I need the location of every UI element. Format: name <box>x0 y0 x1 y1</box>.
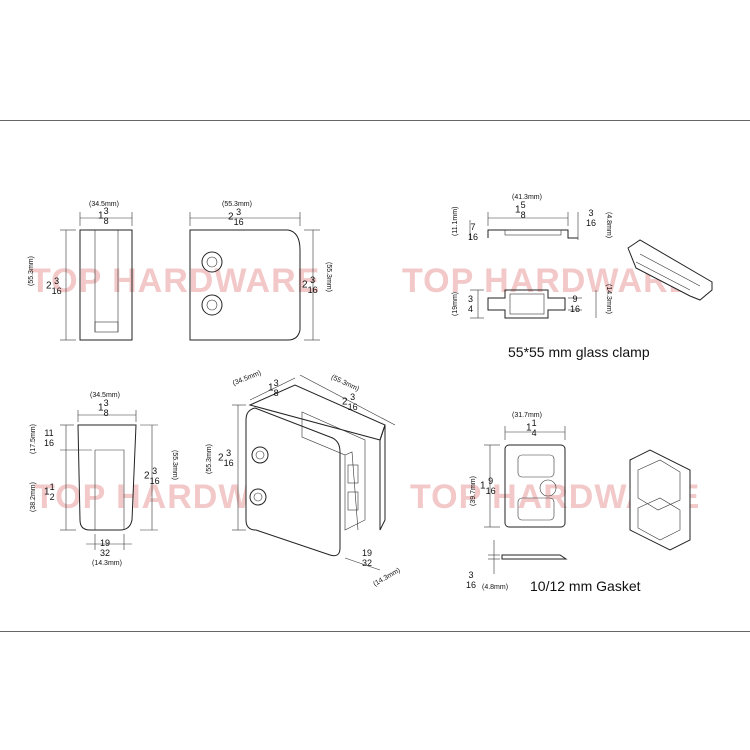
front-width-mm: (34.5mm) <box>89 201 119 208</box>
side-view-body <box>189 229 301 341</box>
front-view-body <box>79 229 133 341</box>
clamp-low-right-mm: (14.3mm) <box>605 284 612 314</box>
drawing-sheet <box>0 120 750 632</box>
iso-front-face <box>245 407 341 557</box>
side-height-mm: (55.3mm) <box>325 262 332 292</box>
front-view <box>60 212 133 341</box>
gasket-top-mm: (31.7mm) <box>512 412 542 419</box>
bottom-slot-mm: (14.3mm) <box>92 560 122 567</box>
clamp-right-mm: (4.8mm) <box>605 212 612 239</box>
bottom-lower-mm: (38.2mm) <box>30 482 37 512</box>
gasket <box>484 426 691 574</box>
watermark-top-left: TOP HARDWARE <box>30 262 321 300</box>
side-view-hole-upper <box>201 251 223 273</box>
bottom-view-body <box>77 424 137 531</box>
gasket-3d-view <box>629 449 691 551</box>
front-height-mm: (55.3mm) <box>28 256 35 286</box>
clamp-caption: 55*55 mm glass clamp <box>508 344 650 360</box>
clamp-low-left-mm: (19mm) <box>452 291 459 316</box>
iso-height-mm: (55.3mm) <box>206 444 213 474</box>
side-view-hole-lower <box>201 294 223 316</box>
gasket-thick-mm: (4.8mm) <box>482 584 509 591</box>
bottom-right-mm: (55.3mm) <box>171 450 178 480</box>
clamp-left-mm: (11.1mm) <box>452 206 459 236</box>
bottom-upper-mm: (17.5mm) <box>30 424 37 454</box>
clamp-top-profile <box>487 289 566 319</box>
gasket-left-mm: (39.7mm) <box>470 476 477 506</box>
side-view <box>189 212 320 341</box>
clamp-side-profile <box>487 229 578 239</box>
iso-view <box>232 374 396 571</box>
clamp-top-mm: (41.3mm) <box>512 194 542 201</box>
clamp-plate <box>469 212 713 319</box>
bottom-view <box>60 410 158 550</box>
gasket-caption: 10/12 mm Gasket <box>530 578 641 594</box>
gasket-profile <box>501 554 568 560</box>
bottom-width-mm: (34.5mm) <box>90 392 120 399</box>
gasket-front <box>504 444 566 528</box>
side-width-mm: (55.3mm) <box>222 201 252 208</box>
